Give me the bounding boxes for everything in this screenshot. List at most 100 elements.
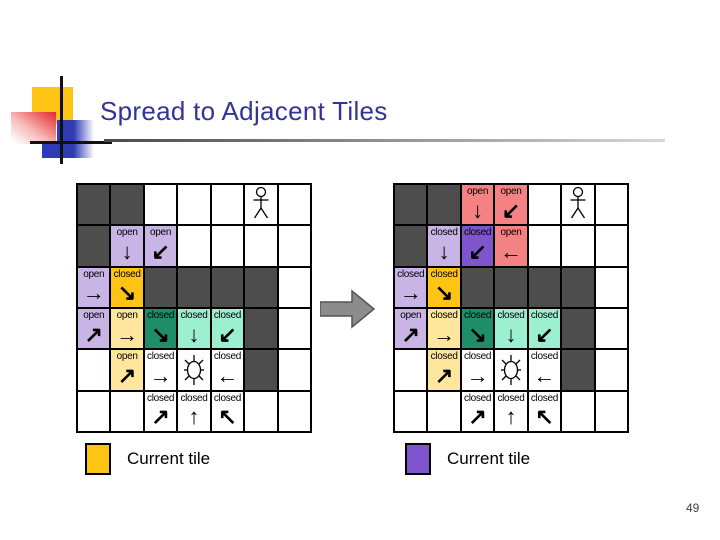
tile-state-label: open	[150, 227, 172, 239]
tile-cell	[78, 185, 110, 225]
tile-state-label: closed	[530, 351, 558, 363]
tile-cell	[178, 185, 210, 225]
tile-cell	[278, 226, 310, 266]
tile-cell: closed↓	[428, 226, 460, 266]
tile-cell: closed→	[144, 350, 177, 390]
tile-state-label: open	[500, 186, 522, 197]
tile-cell	[211, 185, 244, 225]
tile-cell: closed↑	[495, 391, 527, 431]
direction-arrow-upright-icon: ↗	[151, 404, 170, 430]
legend-right-swatch	[405, 443, 431, 475]
tile-state-label: closed	[464, 351, 492, 363]
tile-cell	[278, 267, 310, 307]
direction-arrow-left-icon: ←	[499, 238, 522, 264]
direction-arrow-downleft-icon: ↙	[151, 238, 170, 264]
tile-state-label: closed	[113, 268, 141, 280]
direction-arrow-up-icon: ↑	[188, 404, 200, 430]
direction-arrow-upright-icon: ↗	[117, 362, 137, 388]
tile-cell: closed↓	[178, 308, 210, 349]
legend-right: Current tile	[405, 443, 530, 475]
tile-cell	[395, 226, 427, 266]
tile-cell	[211, 267, 244, 307]
direction-arrow-downright-icon: ↘	[468, 321, 487, 347]
legend-left-label: Current tile	[127, 449, 211, 468]
tile-cell	[111, 391, 143, 431]
tile-cell: open↓	[111, 226, 143, 266]
direction-arrow-upright-icon: ↗	[434, 362, 454, 388]
direction-arrow-downright-icon: ↘	[117, 280, 137, 306]
tile-cell	[528, 226, 561, 266]
tile-state-label: closed	[464, 309, 492, 321]
direction-arrow-upright-icon: ↗	[84, 321, 103, 347]
tile-cell: closed↘	[144, 308, 177, 349]
direction-arrow-right-icon: →	[433, 321, 456, 347]
direction-arrow-right-icon: →	[149, 362, 172, 388]
tile-cell	[461, 267, 494, 307]
tile-cell	[245, 308, 277, 349]
tile-state-label: closed	[464, 227, 492, 239]
direction-arrow-downleft-icon: ↙	[535, 321, 554, 347]
tile-cell	[178, 350, 210, 390]
tile-cell: open↓	[461, 185, 494, 225]
page-number: 49	[686, 501, 700, 515]
tile-state-label: closed	[180, 309, 208, 321]
tile-cell	[395, 350, 427, 390]
tile-cell: closed↑	[178, 391, 210, 431]
logo-blue-square	[57, 120, 94, 158]
direction-arrow-down-icon: ↓	[472, 197, 484, 223]
direction-arrow-down-icon: ↓	[188, 321, 200, 347]
direction-arrow-downleft-icon: ↙	[501, 197, 521, 223]
legend-left: Current tile	[85, 443, 210, 475]
tile-grid-before: open↓open↙open→closed↘open↗open→closed↘c…	[76, 183, 312, 433]
logo-blue-small-square	[42, 144, 58, 158]
direction-arrow-upleft-icon: ↖	[535, 404, 554, 430]
tile-cell: open↙	[144, 226, 177, 266]
direction-arrow-down-icon: ↓	[121, 238, 133, 264]
tile-cell: closed↖	[211, 391, 244, 431]
tile-cell	[562, 350, 594, 390]
tile-cell	[595, 391, 627, 431]
tile-state-label: closed	[430, 268, 458, 280]
goal-light-icon	[183, 354, 204, 385]
tile-cell: closed→	[428, 308, 460, 349]
tile-cell	[245, 350, 277, 390]
title-underline	[104, 139, 665, 142]
tile-cell	[595, 350, 627, 390]
tile-cell	[178, 226, 210, 266]
tile-cell	[278, 350, 310, 390]
direction-arrow-left-icon: ←	[533, 362, 556, 388]
tile-cell	[562, 391, 594, 431]
tile-cell: closed→	[395, 267, 427, 307]
tile-state-label: closed	[213, 392, 241, 404]
tile-cell: closed↘	[111, 267, 143, 307]
tile-cell: closed↗	[461, 391, 494, 431]
tile-state-label: closed	[213, 351, 241, 363]
direction-arrow-upleft-icon: ↖	[218, 404, 237, 430]
tile-cell: closed←	[211, 350, 244, 390]
tile-cell: closed↘	[461, 308, 494, 349]
direction-arrow-downleft-icon: ↙	[218, 321, 237, 347]
tile-state-label: closed	[147, 351, 175, 363]
tile-cell	[144, 185, 177, 225]
direction-arrow-up-icon: ↑	[505, 404, 517, 430]
tile-cell: open↗	[111, 350, 143, 390]
tile-cell	[78, 226, 110, 266]
direction-arrow-right-icon: →	[466, 362, 489, 388]
legend-right-label: Current tile	[447, 449, 531, 468]
tile-cell	[595, 185, 627, 225]
tile-state-label: closed	[497, 309, 525, 321]
tile-state-label: open	[467, 186, 489, 197]
tile-state-label: closed	[430, 351, 458, 363]
tile-cell	[144, 267, 177, 307]
tile-cell: open→	[111, 308, 143, 349]
direction-arrow-left-icon: ←	[216, 362, 239, 388]
tile-state-label: closed	[180, 392, 208, 404]
tile-cell: closed↖	[528, 391, 561, 431]
tile-state-label: closed	[464, 392, 492, 404]
tile-cell	[78, 391, 110, 431]
slide-title: Spread to Adjacent Tiles	[100, 96, 388, 126]
tile-cell	[245, 391, 277, 431]
tile-state-label: closed	[147, 392, 175, 404]
tile-cell: closed←	[528, 350, 561, 390]
direction-arrow-upright-icon: ↗	[468, 404, 487, 430]
